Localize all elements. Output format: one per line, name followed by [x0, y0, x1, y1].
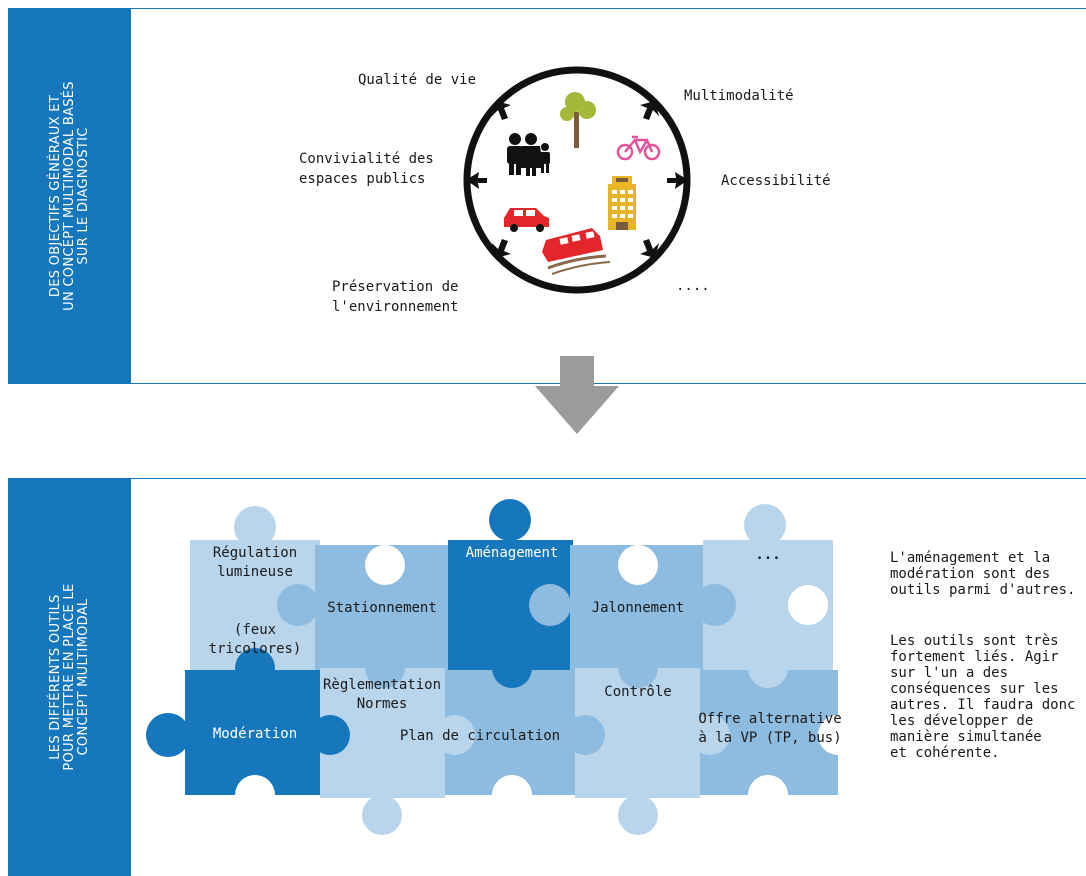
tool-regulation-title: Régulation lumineuse — [212, 545, 298, 580]
top-divider-upper — [131, 8, 1086, 9]
inward-arrows — [466, 101, 688, 258]
family-icon — [507, 133, 550, 176]
car-icon — [504, 208, 549, 232]
bicycle-icon — [616, 135, 661, 161]
tool-more: ... — [755, 547, 781, 563]
building-icon — [608, 176, 636, 230]
tool-amenagement: Aménagement — [465, 545, 559, 561]
tool-offre-alternative: Offre alternative à la VP (TP, bus) — [698, 711, 842, 746]
label-accessibilite: Accessibilité — [721, 173, 831, 189]
objectives-sidebar: DES OBJECTIFS GÉNÉRAUX ET UN CONCEPT MUL… — [8, 8, 131, 384]
label-multimodalite: Multimodalité — [684, 88, 794, 104]
note-paragraph-2: Les outils sont très fortement liés. Agi… — [890, 633, 1076, 761]
puzzle-piece-moderation — [185, 670, 320, 795]
label-etc: .... — [676, 278, 710, 294]
tool-jalonnement: Jalonnement — [591, 600, 685, 616]
tools-sidebar: LES DIFFÉRENTS OUTILS POUR METTRE EN PLA… — [8, 478, 131, 876]
tool-reglementation: Règlementation Normes — [322, 677, 442, 712]
label-qualite-de-vie: Qualité de vie — [358, 72, 477, 88]
tool-regulation-detail: (feux tricolores) — [208, 622, 302, 657]
tool-controle: Contrôle — [604, 684, 672, 700]
tree-icon — [560, 92, 596, 148]
tool-stationnement: Stationnement — [327, 600, 437, 616]
down-arrow-icon — [535, 356, 619, 434]
tool-plan-circulation: Plan de circulation — [399, 728, 561, 744]
tool-moderation: Modération — [212, 726, 298, 742]
label-preservation: Préservation de l'environnement — [332, 279, 459, 315]
top-divider-lower — [131, 383, 1086, 384]
train-icon — [542, 228, 611, 275]
bottom-divider — [131, 478, 1086, 479]
note-paragraph-1: L'aménagement et la modération sont des … — [890, 550, 1076, 598]
label-convivialite: Convivialité des espaces publics — [299, 151, 434, 187]
